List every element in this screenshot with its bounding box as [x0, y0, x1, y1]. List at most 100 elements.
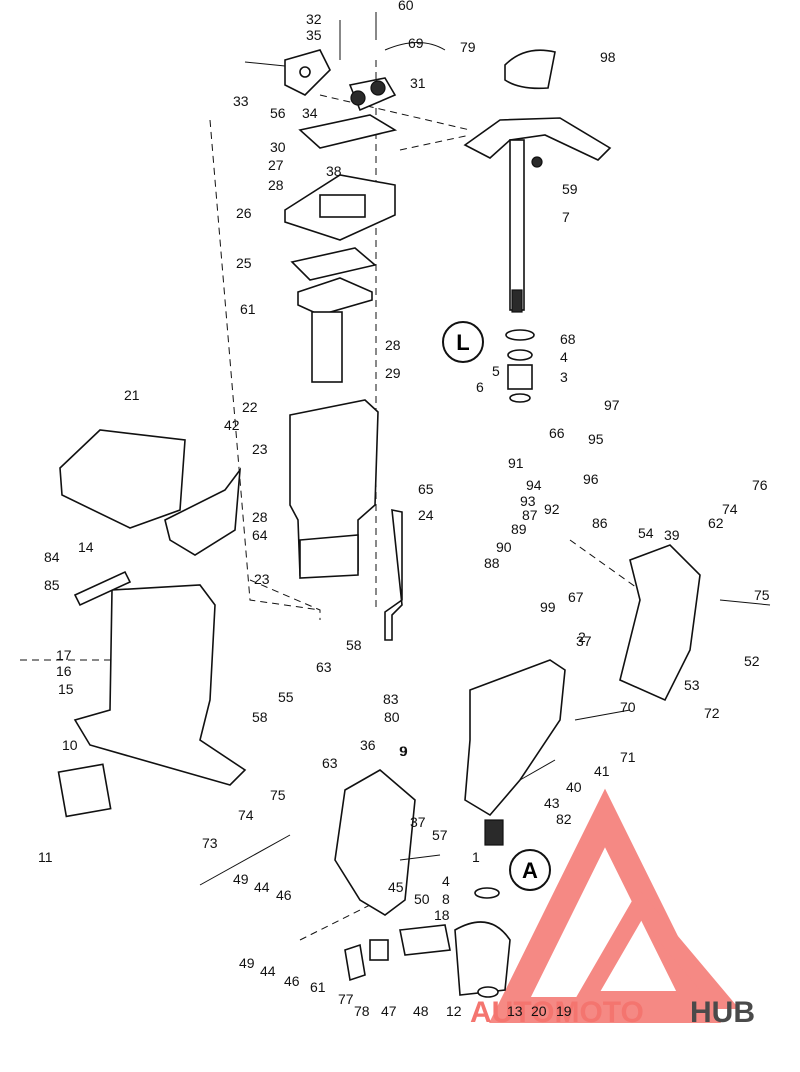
part-label: 28 [252, 509, 268, 525]
part-label: 84 [44, 549, 60, 565]
part-label: 67 [568, 589, 584, 605]
steering-arm [463, 49, 612, 313]
part-label: 48 [413, 1003, 429, 1019]
part-label: 33 [233, 93, 249, 109]
part-label: 55 [278, 689, 294, 705]
part-label: 4 [442, 873, 450, 889]
part-label: 39 [664, 527, 680, 543]
part-label: 44 [260, 963, 276, 979]
part-label: 27 [268, 157, 284, 173]
part-label: 41 [594, 763, 610, 779]
part-label: 21 [124, 387, 140, 403]
part-label: 46 [276, 887, 292, 903]
part-label: 18 [434, 907, 450, 923]
rods [199, 599, 771, 886]
part-label: 44 [254, 879, 270, 895]
part-label: 83 [383, 691, 399, 707]
part-label: 54 [638, 525, 654, 541]
part-label: 88 [484, 555, 500, 571]
part-label: 52 [744, 653, 760, 669]
part-label: 60 [398, 0, 414, 13]
part-label: 6 [476, 379, 484, 395]
exhaust-plates [284, 114, 398, 383]
part-label: 25 [236, 255, 252, 271]
part-label: 28 [268, 177, 284, 193]
part-label: 68 [560, 331, 576, 347]
part-label: 62 [708, 515, 724, 531]
part-label: 26 [236, 205, 252, 221]
part-label: 97 [604, 397, 620, 413]
part-label: 15 [58, 681, 74, 697]
part-label: 94 [526, 477, 542, 493]
part-label: 59 [562, 181, 578, 197]
part-label: 74 [238, 807, 254, 823]
part-label: 58 [346, 637, 362, 653]
part-label: 96 [583, 471, 599, 487]
part-label: 17 [56, 647, 72, 663]
part-label: 29 [385, 365, 401, 381]
part-label: 53 [684, 677, 700, 693]
badge-letter-A: A [522, 858, 538, 883]
part-label: 90 [496, 539, 512, 555]
part-label: 50 [414, 891, 430, 907]
part-label: 9 [399, 743, 407, 759]
part-label: 35 [306, 27, 322, 43]
part-label: 40 [566, 779, 582, 795]
part-label: 16 [56, 663, 72, 679]
part-label: 89 [511, 521, 527, 537]
part-label: 85 [44, 577, 60, 593]
part-label: 3 [560, 369, 568, 385]
part-label: 10 [62, 737, 78, 753]
part-label: 49 [233, 871, 249, 887]
part-label: 7 [562, 209, 570, 225]
part-label: 66 [549, 425, 565, 441]
bushings-68-3 [505, 329, 535, 403]
part-label: 98 [600, 49, 616, 65]
part-label: 95 [588, 431, 604, 447]
part-label: 12 [446, 1003, 462, 1019]
part-label: 30 [270, 139, 286, 155]
part-label: 13 [507, 1003, 523, 1019]
lower-cover [59, 429, 242, 556]
part-label: 46 [284, 973, 300, 989]
part-label: 87 [522, 507, 538, 523]
part-label: 32 [306, 11, 322, 27]
part-label: 76 [752, 477, 768, 493]
part-label: 73 [202, 835, 218, 851]
part-label: 24 [418, 507, 434, 523]
part-label: 65 [418, 481, 434, 497]
watermark-logo [489, 788, 740, 1023]
part-label: 37 [576, 633, 592, 649]
part-label: 11 [38, 849, 53, 865]
part-label: 99 [540, 599, 556, 615]
clamp-bracket-left [334, 769, 416, 916]
part-label: 93 [520, 493, 536, 509]
part-label: 77 [338, 991, 354, 1007]
part-label: 28 [385, 337, 401, 353]
part-label: 22 [242, 399, 258, 415]
part-label: 64 [252, 527, 268, 543]
part-label: 4 [560, 349, 568, 365]
part-label: 86 [592, 515, 608, 531]
assembly-lines [20, 60, 641, 941]
clamp-bracket-right [619, 544, 701, 702]
tiller-bracket-top [244, 12, 446, 112]
part-label: 36 [360, 737, 376, 753]
part-label: 9 [400, 743, 408, 759]
part-label: 37 [410, 814, 426, 830]
part-label: 8 [442, 891, 450, 907]
part-label: 1 [472, 849, 480, 865]
part-label: 63 [316, 659, 332, 675]
part-label: 2 [578, 629, 586, 645]
part-label: 75 [754, 587, 770, 603]
part-label: 80 [384, 709, 400, 725]
part-label: 47 [381, 1003, 397, 1019]
part-label: 91 [508, 455, 524, 471]
lower-hardware [344, 887, 511, 998]
badge-L: L [442, 321, 484, 363]
part-label: 14 [78, 539, 94, 555]
part-label: 79 [460, 39, 476, 55]
part-label: 69 [408, 35, 424, 51]
swivel-bracket [464, 659, 566, 846]
